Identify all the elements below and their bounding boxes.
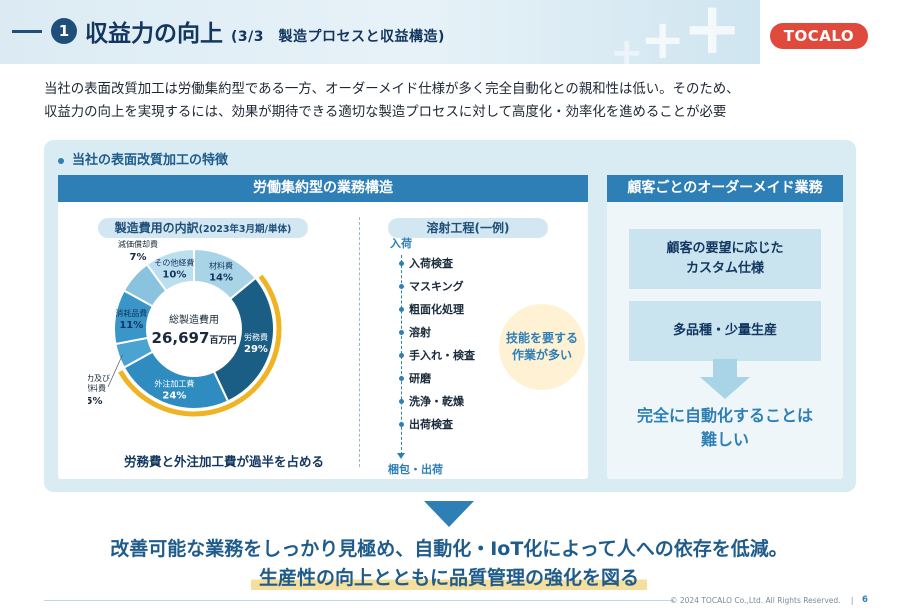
conclusion-line-2-wrap: 生産性の向上とともに品質管理の強化を図る (0, 563, 898, 590)
tocalo-logo: TOCALO (770, 23, 868, 49)
order-made-box: 顧客ごとのオーダーメイド業務 顧客の要望に応じた カスタム仕様 多品種・少量生産… (607, 175, 843, 479)
title-band: + + + 1 収益力の向上 (3/3 製造プロセスと収益構造) (0, 0, 760, 64)
slice-label-name: 材料費 (209, 261, 233, 271)
slice-label-name: 燃料費 (88, 383, 106, 393)
page-title: 収益力の向上 (3/3 製造プロセスと収益構造) (85, 14, 445, 48)
automation-difficult-text: 完全に自動化することは 難しい (607, 404, 843, 452)
cost-breakdown-pill-note: (2023年3月期/単体) (198, 224, 292, 235)
page-subtitle: (3/3 製造プロセスと収益構造) (231, 29, 445, 45)
custom-spec-line-2: カスタム仕様 (685, 261, 764, 276)
slice-label-name: 減価償却費 (118, 239, 158, 249)
cost-donut-chart: 総製造費用 26,697百万円 材料費 14% 労務費 29% 外注加工費 24% 消耗品費 11… (88, 239, 282, 417)
footer-separator: | (850, 596, 854, 605)
process-step-label: 入荷検査 (409, 257, 453, 270)
leader-line (107, 354, 123, 388)
conclusion-line-2: 生産性の向上とともに品質管理の強化を図る (250, 563, 647, 590)
high-mix-low-volume-card: 多品種・少量生産 (629, 301, 821, 361)
down-arrow-icon (700, 359, 750, 399)
section-number-badge: 1 (51, 18, 77, 44)
process-arrow-down-icon (397, 453, 405, 459)
title-dash (12, 30, 42, 33)
process-step: 入荷検査 (399, 255, 453, 271)
panel-title: 当社の表面改質加工の特徴 (58, 149, 228, 168)
conclusion-arrow-icon (424, 501, 474, 527)
slice-label-pct: 5% (88, 396, 102, 407)
process-step-label: 粗面化処理 (409, 303, 464, 316)
automation-line-1: 完全に自動化することは (636, 406, 813, 425)
process-step: 手入れ・検査 (399, 347, 475, 363)
process-step: 研磨 (399, 370, 431, 386)
custom-spec-card: 顧客の要望に応じた カスタム仕様 (629, 229, 821, 289)
labor-intensive-box: 労働集約型の業務構造 製造費用の内訳(2023年3月期/単体) 総製造費用 26,… (58, 175, 588, 479)
slice-label-pct: 7% (130, 252, 147, 263)
copyright-footer: © 2024 TOCALO Co.,Ltd. All Rights Reserv… (670, 596, 853, 605)
column-divider (359, 217, 360, 467)
slice-label-name: 消耗品費 (115, 308, 147, 318)
process-step-label: マスキング (409, 280, 464, 293)
footer-rule (44, 600, 674, 601)
process-step-dot-icon (399, 330, 404, 335)
process-step-label: 研磨 (409, 372, 431, 385)
labor-intensive-heading: 労働集約型の業務構造 (58, 175, 588, 202)
highlight-arc (118, 274, 282, 417)
plus-decoration-icon: + (610, 30, 644, 64)
process-step: 粗面化処理 (399, 301, 464, 317)
process-step-label: 洗浄・乾燥 (409, 395, 464, 408)
skill-required-bubble: 技能を要する 作業が多い (499, 304, 585, 390)
bullet-dot-icon (58, 157, 64, 164)
process-step-dot-icon (399, 261, 404, 266)
process-step-dot-icon (399, 422, 404, 427)
slice-label-name: 労務費 (244, 332, 268, 342)
high-mix-text: 多品種・少量生産 (672, 323, 777, 338)
process-step-label: 溶射 (409, 326, 431, 339)
donut-center-label: 総製造費用 (169, 313, 219, 326)
process-step-dot-icon (399, 284, 404, 289)
donut-slice (212, 276, 275, 403)
order-made-heading: 顧客ごとのオーダーメイド業務 (607, 175, 843, 202)
slice-label-pct: 24% (162, 390, 186, 401)
donut-center-value: 26,697百万円 (152, 329, 237, 347)
slice-label-pct: 14% (209, 273, 233, 284)
cost-breakdown-pill: 製造費用の内訳(2023年3月期/単体) (98, 218, 308, 238)
panel-title-text: 当社の表面改質加工の特徴 (72, 153, 229, 168)
page-title-text: 収益力の向上 (85, 21, 223, 47)
process-step: 洗浄・乾燥 (399, 393, 464, 409)
page-number: 6 (862, 595, 868, 605)
slice-label-pct: 29% (244, 344, 268, 355)
skill-line-2: 作業が多い (511, 348, 572, 362)
slice-label-name: 外注加工費 (154, 378, 194, 388)
plus-decoration-icon: + (640, 8, 686, 64)
automation-line-2: 難しい (700, 430, 749, 449)
intro-line-2: 収益力の向上を実現するには、効果が期待できる適切な製造プロセスに対して高度化・効… (44, 105, 727, 120)
process-step: 出荷検査 (399, 416, 453, 432)
process-end-label: 梱包・出荷 (388, 463, 443, 476)
custom-spec-line-1: 顧客の要望に応じた (666, 241, 784, 256)
slice-label-name: 電力及び (88, 373, 110, 383)
process-step-dot-icon (399, 353, 404, 358)
process-step: 溶射 (399, 324, 431, 340)
process-step-dot-icon (399, 307, 404, 312)
slice-label-pct: 10% (162, 270, 186, 281)
intro-line-1: 当社の表面改質加工は労働集約型である一方、オーダーメイド仕様が多く完全自動化との… (44, 82, 740, 97)
features-panel: 当社の表面改質加工の特徴 労働集約型の業務構造 製造費用の内訳(2023年3月期… (44, 140, 856, 492)
plus-decoration-icon: + (682, 0, 743, 64)
slice-label-pct: 11% (119, 320, 143, 331)
donut-caption: 労務費と外注加工費が過半を占める (124, 454, 325, 469)
intro-text: 当社の表面改質加工は労働集約型である一方、オーダーメイド仕様が多く完全自動化との… (44, 78, 874, 124)
process-step: マスキング (399, 278, 464, 294)
process-start-label: 入荷 (390, 237, 412, 250)
process-step-label: 手入れ・検査 (409, 349, 475, 362)
copyright-text: © 2024 TOCALO Co.,Ltd. All Rights Reserv… (670, 596, 841, 605)
skill-line-1: 技能を要する (505, 331, 578, 345)
process-step-label: 出荷検査 (409, 418, 453, 431)
donut-slice (145, 247, 195, 293)
conclusion-line-1: 改善可能な業務をしっかり見極め、自動化・IoT化によって人への依存を低減。 (110, 538, 788, 560)
slice-label-name: その他経費 (154, 258, 194, 268)
spray-process-pill: 溶射工程(一例) (388, 218, 548, 238)
process-step-dot-icon (399, 399, 404, 404)
cost-breakdown-pill-text: 製造費用の内訳 (114, 221, 199, 235)
process-step-dot-icon (399, 376, 404, 381)
